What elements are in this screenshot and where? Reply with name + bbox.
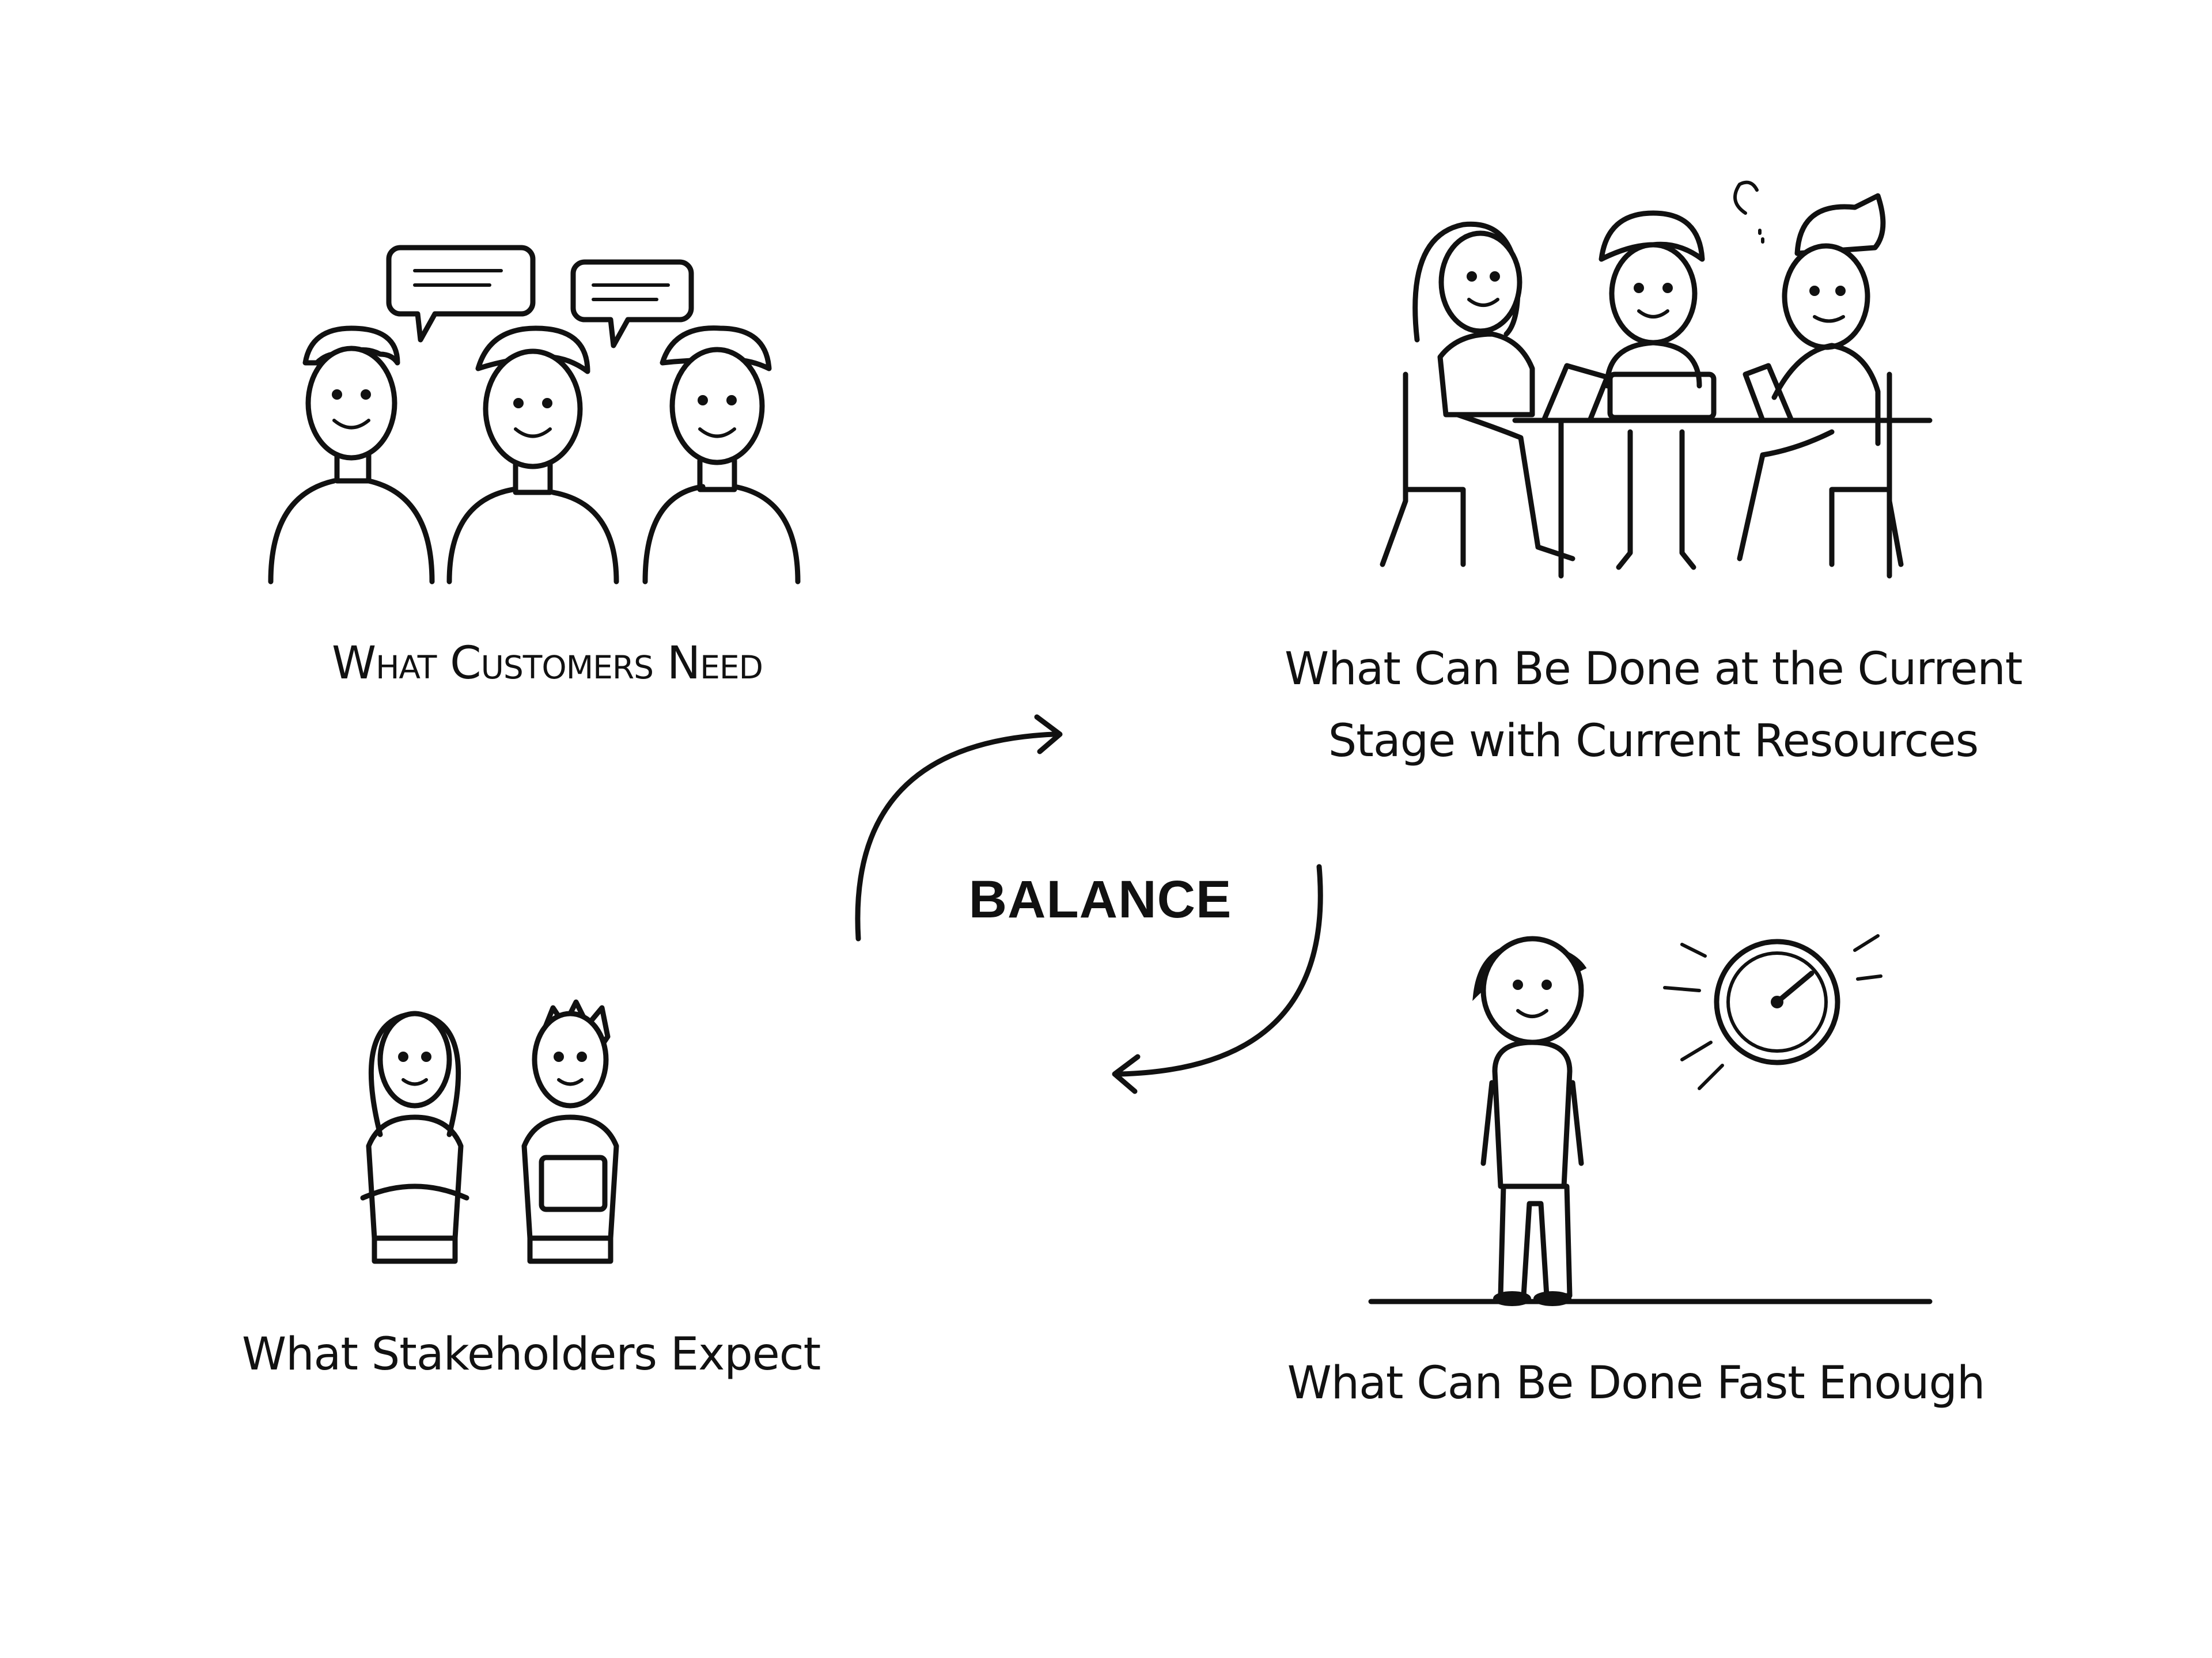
team-at-laptops-icon bbox=[1380, 180, 1933, 579]
current-stage-caption-line2: Stage with Current Resources bbox=[1328, 715, 1979, 767]
current-stage-caption-line1: What Can Be Done at the Current bbox=[1285, 643, 2022, 695]
stakeholders-illustration bbox=[300, 944, 714, 1267]
arrowhead-top-icon bbox=[1034, 714, 1063, 754]
customers-illustration bbox=[259, 230, 835, 587]
fast-illustration bbox=[1354, 898, 1947, 1306]
cycle-arrow-top bbox=[855, 731, 1057, 942]
balance-label: BALANCE bbox=[968, 870, 1232, 929]
stakeholders-icon bbox=[360, 999, 619, 1264]
customers-speaking-icon bbox=[268, 245, 801, 585]
current-stage-illustration bbox=[1371, 144, 1933, 582]
person-with-stopwatch-icon bbox=[1368, 934, 1933, 1306]
customers-caption: What Customers Need bbox=[331, 638, 763, 689]
cycle-arrow-bottom bbox=[1118, 864, 1323, 1077]
stakeholders-caption: What Stakeholders Expect bbox=[242, 1329, 821, 1380]
arrowhead-bottom-icon bbox=[1112, 1054, 1141, 1094]
fast-caption: What Can Be Done Fast Enough bbox=[1287, 1357, 1986, 1409]
